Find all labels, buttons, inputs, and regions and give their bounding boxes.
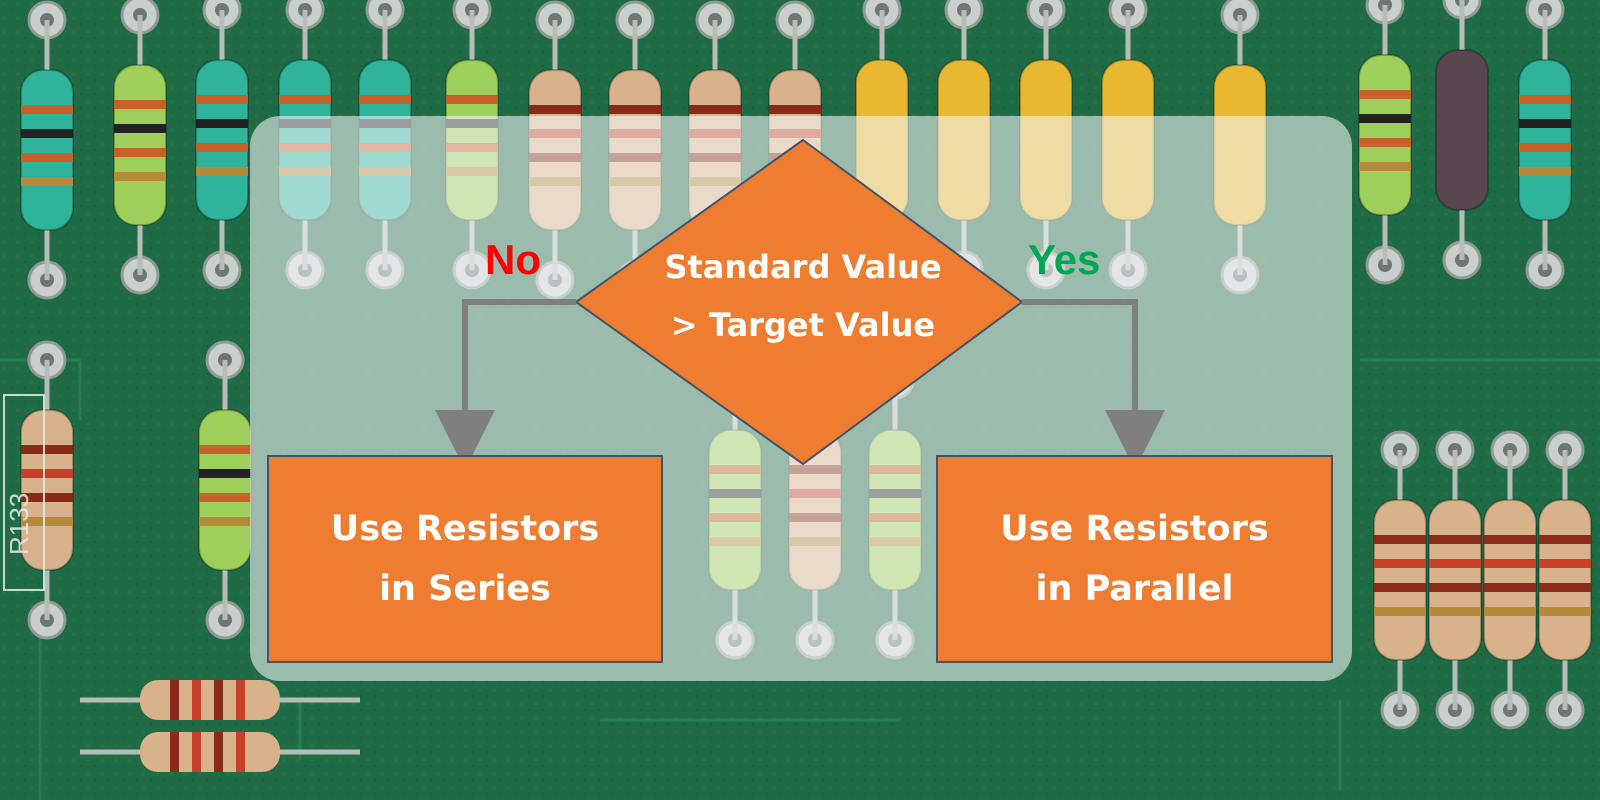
yes-branch-label: Yes [1028,236,1101,283]
resistor [1435,49,1489,211]
parallel-outcome-box: Use Resistors in Parallel [936,455,1333,663]
resistor [1373,499,1427,661]
resistor [1428,499,1482,661]
resistor [1358,54,1412,216]
resistor [195,59,249,221]
no-branch-label: No [485,236,541,283]
series-outcome-box: Use Resistors in Series [267,455,663,663]
yes-connector-arrow [1022,299,1165,470]
decision-text: Standard Value > Target Value [664,248,942,344]
decision-diamond [574,138,1024,466]
resistor [20,409,74,571]
resistor [113,64,167,226]
resistor [1538,499,1592,661]
no-connector-arrow [435,299,576,470]
resistor [140,732,280,772]
resistor [1483,499,1537,661]
resistor [20,69,74,231]
resistor [198,409,252,571]
svg-text:R133: R133 [4,493,34,555]
resistor [140,680,280,720]
resistor [1518,59,1572,221]
